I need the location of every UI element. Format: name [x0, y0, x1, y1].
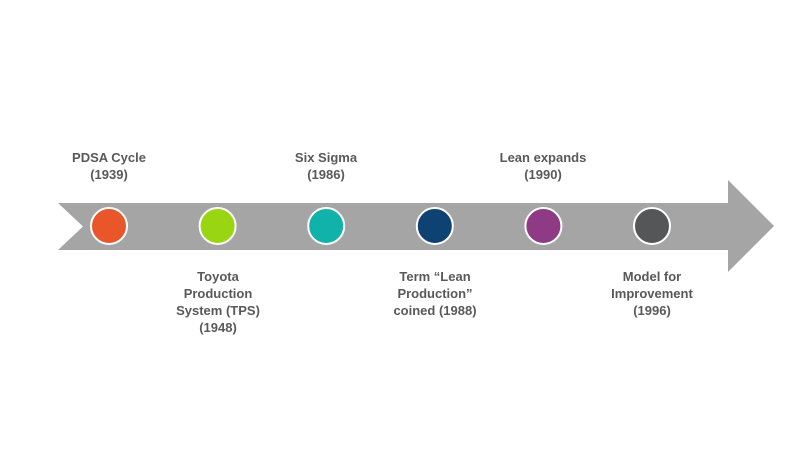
milestone-label-lean-expands: Lean expands (1990) — [499, 150, 587, 182]
milestone-marker-2 — [198, 207, 237, 245]
milestone-marker-3 — [307, 207, 346, 245]
timeline-markers — [90, 207, 671, 245]
milestone-label-lean-production: Term “Lean Production” coined (1988) — [393, 269, 477, 318]
milestone-marker-6 — [633, 207, 671, 245]
milestone-marker-5 — [524, 207, 563, 245]
milestone-label-six-sigma: Six Sigma (1986) — [294, 150, 358, 182]
milestone-marker-4 — [415, 207, 454, 245]
milestone-label-model-for-improvement: Model for Improvement (1996) — [611, 269, 693, 318]
milestone-label-toyota-production: Toyota Production System (TPS) (1948) — [176, 269, 260, 335]
milestone-label-pdsa-cycle: PDSA Cycle (1939) — [72, 150, 146, 182]
milestone-marker-1 — [90, 207, 128, 245]
